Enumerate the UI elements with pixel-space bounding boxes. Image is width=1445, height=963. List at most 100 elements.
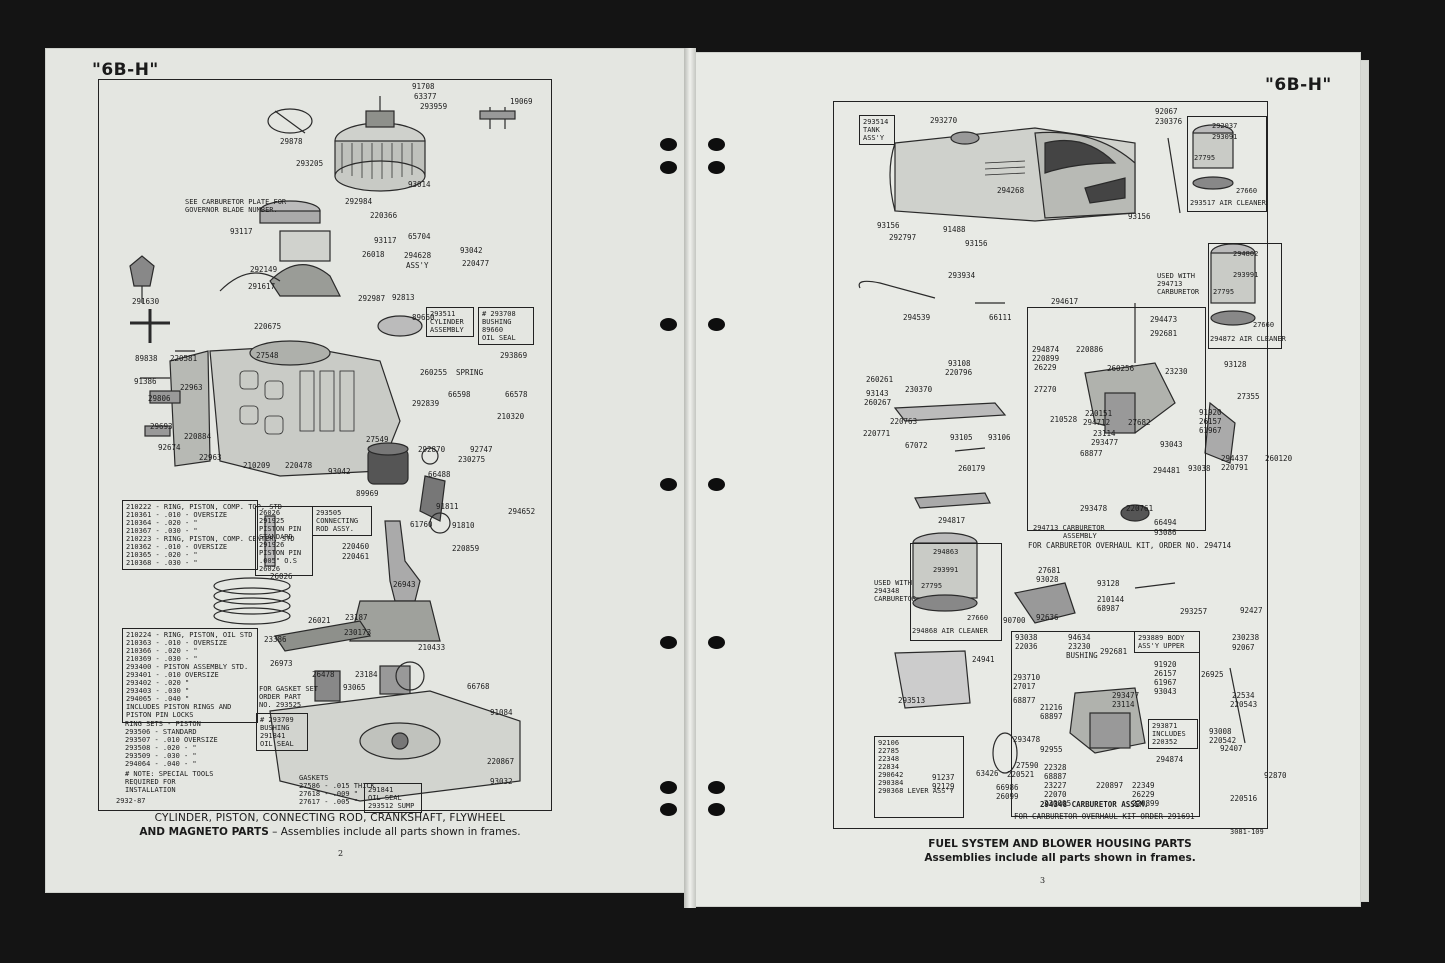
punch-hole <box>660 138 677 151</box>
part-number-label: 93032 <box>490 777 513 786</box>
part-number-label: 220581 <box>170 354 198 363</box>
part-number-label: 294539 <box>903 313 931 322</box>
punch-hole <box>660 636 677 649</box>
part-number-label: 21216 <box>1040 703 1063 712</box>
part-number-label: 294473 <box>1150 315 1178 324</box>
part-number-label: 26021 <box>308 616 331 625</box>
part-number-label: 27682 <box>1128 418 1151 427</box>
punch-hole <box>660 318 677 331</box>
part-number-label: 91708 <box>412 82 435 91</box>
part-number-label: 91920 <box>1154 660 1177 669</box>
part-number-label: 93043 <box>1154 687 1177 696</box>
part-number-label: 220791 <box>1221 463 1249 472</box>
air-cleaner-293517-box: 292037 293091 27795 27660 293517 AIR CLE… <box>1187 116 1267 212</box>
right-diagram-frame <box>833 101 1268 829</box>
part-number-label: 294617 <box>1051 297 1079 306</box>
carburetor-kit-note-1: FOR CARBURETOR OVERHAUL KIT, ORDER NO. 2… <box>1028 541 1232 550</box>
part-number-label: 294652 <box>508 507 536 516</box>
part-number-label: 292681 <box>1100 647 1128 656</box>
part-number-label: 26478 <box>312 670 335 679</box>
punch-hole <box>660 803 677 816</box>
part-number-label: 220477 <box>462 259 490 268</box>
part-number-label: 63377 <box>414 92 437 101</box>
left-diagram-frame <box>98 79 552 811</box>
part-number-label: 292149 <box>250 265 278 274</box>
part-number-label: 92067 <box>1155 107 1178 116</box>
part-number-label: 292987 <box>358 294 386 303</box>
part-number-label: 294817 <box>938 516 966 525</box>
part-number-label: 27017 <box>1013 682 1036 691</box>
part-number-label: 26943 <box>393 580 416 589</box>
used-with-294713-note: USED WITH 294713 CARBURETOR <box>1157 272 1200 297</box>
part-number-label: 93043 <box>1160 440 1183 449</box>
lever-assembly-box: 92106 22785 22348 22834 290642 290384 29… <box>874 736 964 818</box>
part-number-label: 26973 <box>270 659 293 668</box>
left-model-code: "6B-H" <box>92 60 159 80</box>
punch-hole <box>708 636 725 649</box>
part-number-label: 292797 <box>889 233 917 242</box>
part-number-label: 23114 <box>1112 700 1135 709</box>
part-number-label: 23114 <box>1093 429 1116 438</box>
binding-gutter <box>684 48 696 908</box>
part-number-label: 292870 <box>418 445 446 454</box>
part-number-label: 22349 <box>1132 781 1155 790</box>
part-number-label: 91237 <box>932 773 955 782</box>
part-number-label: 260256 <box>1107 364 1135 373</box>
part-number-label: 220867 <box>487 757 515 766</box>
part-number-label: 220675 <box>254 322 282 331</box>
part-number-label: 292681 <box>1150 329 1178 338</box>
governor-note: SEE CARBURETOR PLATE FOR GOVERNOR BLADE … <box>185 198 287 215</box>
part-number-label: 220771 <box>863 429 891 438</box>
part-number-label: 220460 <box>342 542 370 551</box>
part-number-label: 230173 <box>344 628 372 637</box>
part-number-label: 230238 <box>1232 633 1260 642</box>
left-exploded-diagram <box>129 96 521 802</box>
carburetor-kit-note-2: FOR CARBURETOR OVERHAUL KIT ORDER 291691 <box>1014 812 1195 821</box>
part-number-label: 294712 <box>1083 418 1111 427</box>
part-number-label: 220366 <box>370 211 398 220</box>
part-number-label: ASS'Y <box>406 261 429 270</box>
part-number-label: 93042 <box>460 246 483 255</box>
right-page-caption: FUEL SYSTEM AND BLOWER HOUSING PARTS Ass… <box>924 838 1196 865</box>
oil-rings-box: 210224 - RING, PISTON, OIL STD 210363 - … <box>122 628 258 723</box>
part-number-label: 68887 <box>1044 772 1067 781</box>
part-number-label: 93117 <box>230 227 253 236</box>
part-number-label: 68987 <box>1097 604 1120 613</box>
part-number-label: 68877 <box>1080 449 1103 458</box>
carburetor-294348-frame <box>1011 631 1200 817</box>
punch-hole <box>660 161 677 174</box>
part-number-label: 210209 <box>243 461 271 470</box>
part-number-label: 230376 <box>1155 117 1183 126</box>
part-number-label: 93086 <box>1154 528 1177 537</box>
ring-sets-box: RING SETS - PISTON 293506 - STANDARD 293… <box>125 720 218 769</box>
sump-box: 291841 OIL SEAL 293512 SUMP <box>364 783 422 814</box>
part-number-label: 29693 <box>150 422 173 431</box>
part-number-label: 291630 <box>132 297 160 306</box>
part-number-label: 294437 <box>1221 454 1249 463</box>
part-number-label: 26099 <box>996 792 1019 801</box>
part-number-label: 91084 <box>490 708 513 717</box>
part-number-label: 93038 <box>1015 633 1038 642</box>
punch-hole <box>708 478 725 491</box>
part-number-label: 22534 <box>1232 691 1255 700</box>
part-number-label: 68897 <box>1040 712 1063 721</box>
part-number-label: 23184 <box>355 670 378 679</box>
part-number-label: 220521 <box>1007 770 1035 779</box>
left-page-caption: CYLINDER, PISTON, CONNECTING ROD, CRANKS… <box>139 812 521 839</box>
punch-hole <box>708 318 725 331</box>
part-number-label: 92427 <box>1240 606 1263 615</box>
sump-bushing-box: # 293709 BUSHING 291841 OIL SEAL <box>256 713 308 752</box>
bushing-box: # 293708 BUSHING 89660 OIL SEAL <box>478 307 534 346</box>
part-number-label: 27355 <box>1237 392 1260 401</box>
part-number-label: 220478 <box>285 461 313 470</box>
part-number-label: 61967 <box>1199 426 1222 435</box>
carburetor-294713-frame <box>1027 307 1206 531</box>
part-number-label: 293478 <box>1080 504 1108 513</box>
part-number-label: 220516 <box>1230 794 1258 803</box>
gasket-set-note: FOR GASKET SET ORDER PART NO. 293525 <box>259 685 319 710</box>
part-number-label: 66598 <box>448 390 471 399</box>
part-number-label: 22036 <box>1015 642 1038 651</box>
part-number-label: 22963 <box>180 383 203 392</box>
part-number-label: 93156 <box>1128 212 1151 221</box>
part-number-label: 23230 <box>1165 367 1188 376</box>
